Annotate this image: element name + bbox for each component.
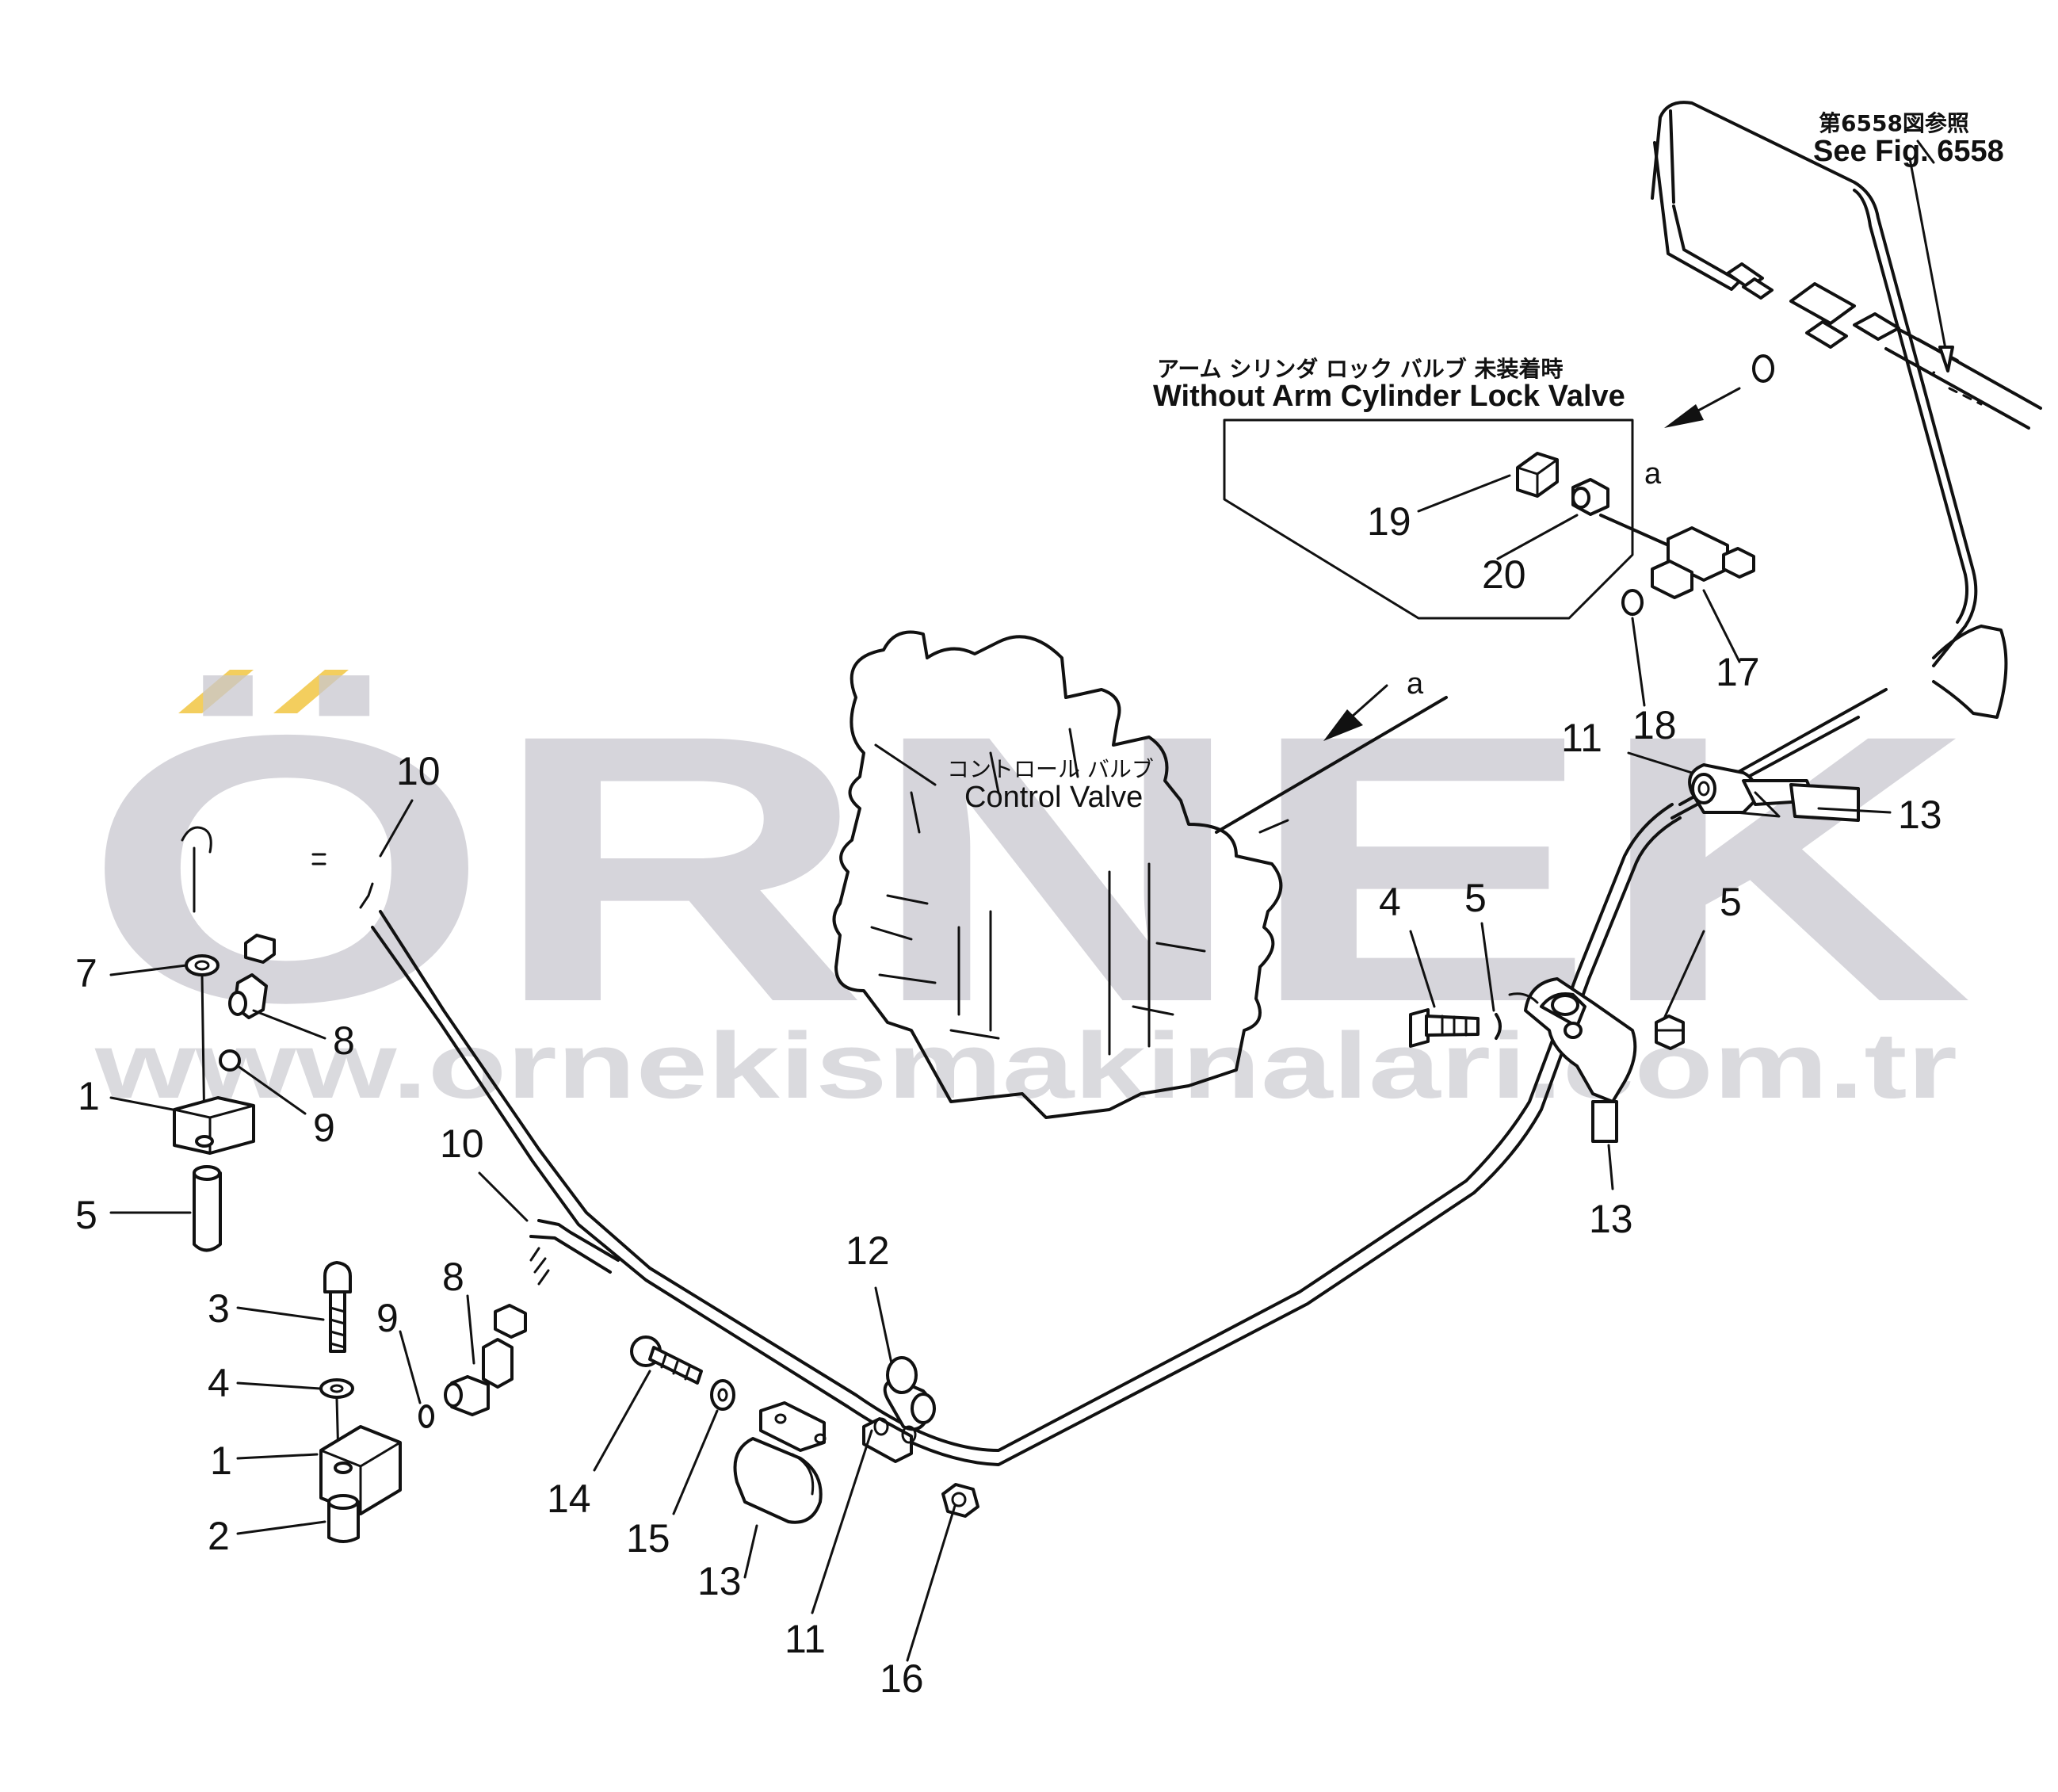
left-lower-parts (319, 1261, 527, 1543)
without-lock-label-en: Without Arm Cylinder Lock Valve (1153, 380, 1625, 413)
callout-20: 20 (1482, 552, 1526, 597)
callout-8-lower: 8 (442, 1255, 464, 1299)
left-upper-parts (173, 826, 326, 1252)
callout-numbers: 10 7 8 9 1 5 3 4 1 2 9 8 10 12 14 15 13 … (75, 499, 1942, 1701)
callout-17: 17 (1716, 650, 1760, 694)
watermark-url: www.ornekismakinalari.com.tr (94, 1014, 1957, 1118)
callout-9-upper: 9 (313, 1106, 335, 1150)
upper-right-piping (1651, 101, 2042, 719)
callout-19: 19 (1367, 499, 1411, 544)
control-valve-label-jp: コントロール バルブ (947, 756, 1154, 782)
callout-12: 12 (846, 1228, 890, 1273)
callout-5-left: 5 (75, 1193, 97, 1237)
callout-16: 16 (880, 1656, 924, 1701)
callout-11-center: 11 (785, 1617, 826, 1661)
callout-5-right: 5 (1720, 880, 1742, 924)
callout-18: 18 (1632, 703, 1677, 747)
callout-13-right-upper: 13 (1898, 793, 1942, 837)
without-lock-label-jp: アーム シリンダ ロック バルブ 未装着時 (1157, 356, 1563, 382)
callout-13-center: 13 (697, 1559, 742, 1603)
control-valve-label-en: Control Valve (964, 781, 1143, 814)
callout-4-left: 4 (208, 1361, 230, 1405)
see-fig-note: 第6558図参照 See Fig. 6558 (1813, 110, 2004, 168)
callout-9-lower: 9 (376, 1296, 399, 1340)
callout-10-lower: 10 (440, 1121, 484, 1166)
see-fig-label-en: See Fig. 6558 (1813, 135, 2004, 168)
callout-13-right-lower: 13 (1589, 1197, 1633, 1241)
callout-2: 2 (208, 1514, 230, 1558)
watermark: ÖRNEK www.ornekismakinalari.com.tr (83, 655, 1973, 1118)
callout-4-right: 4 (1379, 880, 1401, 924)
control-valve: コントロール バルブ Control Valve a (832, 630, 1448, 1119)
watermark-accent-left (178, 670, 254, 713)
view-a-top: a (1644, 457, 1662, 491)
center-clamp-parts (630, 1335, 979, 1524)
callout-8-upper: 8 (333, 1018, 355, 1063)
callout-5-mid: 5 (1464, 876, 1487, 920)
callout-10-top: 10 (396, 749, 441, 793)
callout-14: 14 (547, 1477, 591, 1521)
see-fig-label-jp: 第6558図参照 (1819, 110, 1969, 136)
watermark-accent-right (273, 670, 349, 713)
right-clamp-parts (1409, 763, 1860, 1143)
callout-3: 3 (208, 1286, 230, 1331)
callout-1-lower: 1 (210, 1439, 232, 1483)
leader-lines (109, 139, 1935, 1662)
inset-without-lock-valve: アーム シリンダ ロック バルブ 未装着時 Without Arm Cylind… (1153, 356, 1755, 620)
callout-7: 7 (75, 951, 97, 995)
view-a-mid: a (1407, 667, 1424, 701)
callout-11-right: 11 (1561, 716, 1602, 760)
callout-1-upper: 1 (78, 1074, 100, 1118)
callout-15: 15 (626, 1516, 670, 1561)
watermark-brand: ÖRNEK (83, 655, 1973, 1081)
